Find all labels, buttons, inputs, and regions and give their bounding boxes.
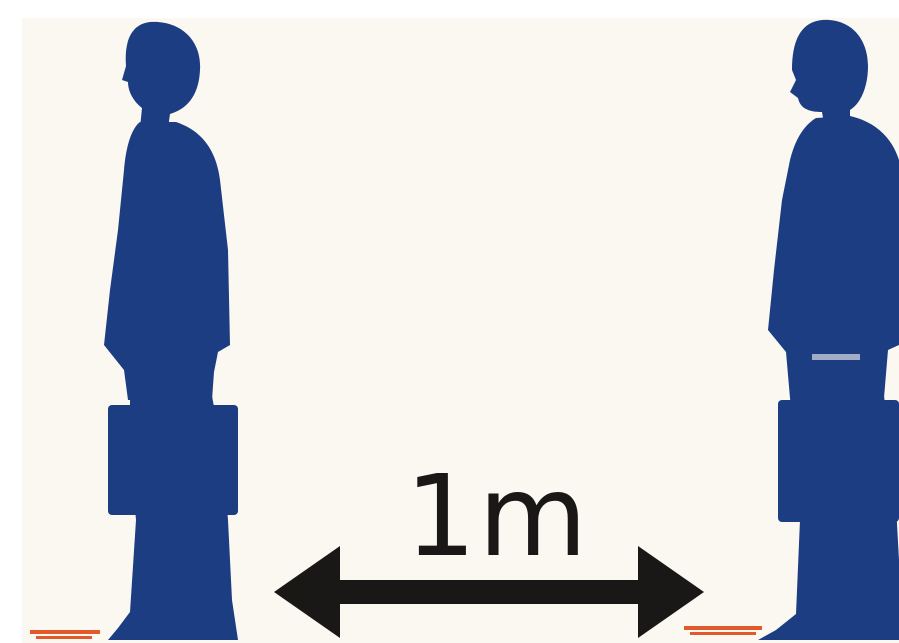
left-floor-marker <box>30 630 100 639</box>
right-floor-marker <box>684 626 762 635</box>
left-person-icon <box>104 22 238 640</box>
right-person-icon <box>758 20 899 640</box>
distance-label: 1m <box>405 452 575 582</box>
